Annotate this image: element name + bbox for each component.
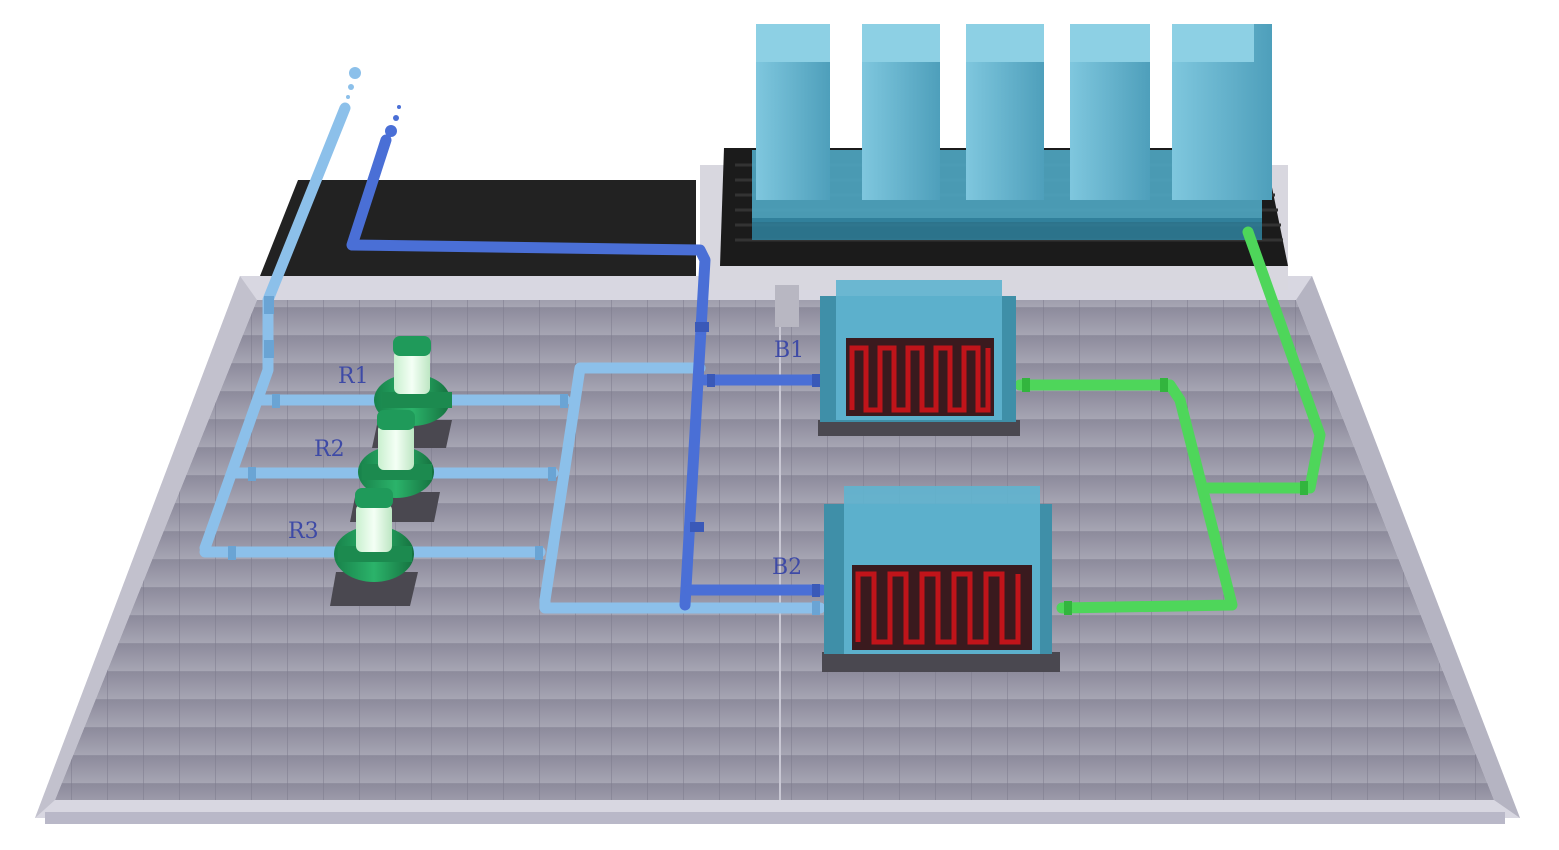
wall-right-inner [1296,276,1520,818]
droplet-dark-3 [397,105,401,109]
droplet-dark-1 [385,125,397,137]
support-post [775,285,799,327]
tower-1 [756,24,830,200]
pipe-flanges-light [228,296,820,615]
tower-4 [1070,24,1150,200]
heater-coil-b2 [855,571,1021,645]
label-b1: B1 [774,338,804,363]
heat-exchanger-b2 [822,486,1060,672]
pipes-green [1014,226,1326,614]
light-blue-return [539,362,826,614]
droplet-light-1 [349,67,361,79]
dark-slab-left [260,180,696,276]
label-b2: B2 [772,555,802,580]
label-r1: R1 [338,364,369,389]
droplet-light-3 [346,95,350,99]
droplet-dark-2 [393,115,399,121]
heat-exchanger-b1 [818,280,1020,436]
droplets [346,67,401,137]
pipe-flanges-dark [690,322,820,597]
tower-5 [1172,24,1272,200]
light-blue-riser [199,102,351,554]
dark-blue-top-run [346,134,711,611]
label-r3: R3 [288,519,319,544]
green-b1-out [1014,379,1238,614]
tower-3 [966,24,1044,200]
pipe-flanges-green [1022,378,1308,615]
label-r2: R2 [314,437,345,462]
droplet-light-2 [348,84,354,90]
pump-r3 [330,488,418,606]
green-to-tower [1202,226,1326,494]
heater-coil-b1 [849,345,991,413]
cooling-towers [752,24,1272,240]
wall-left-inner [35,276,257,818]
pipes-dark-blue [346,134,828,611]
tower-2 [862,24,940,200]
wall-bottom-edge [45,812,1505,824]
